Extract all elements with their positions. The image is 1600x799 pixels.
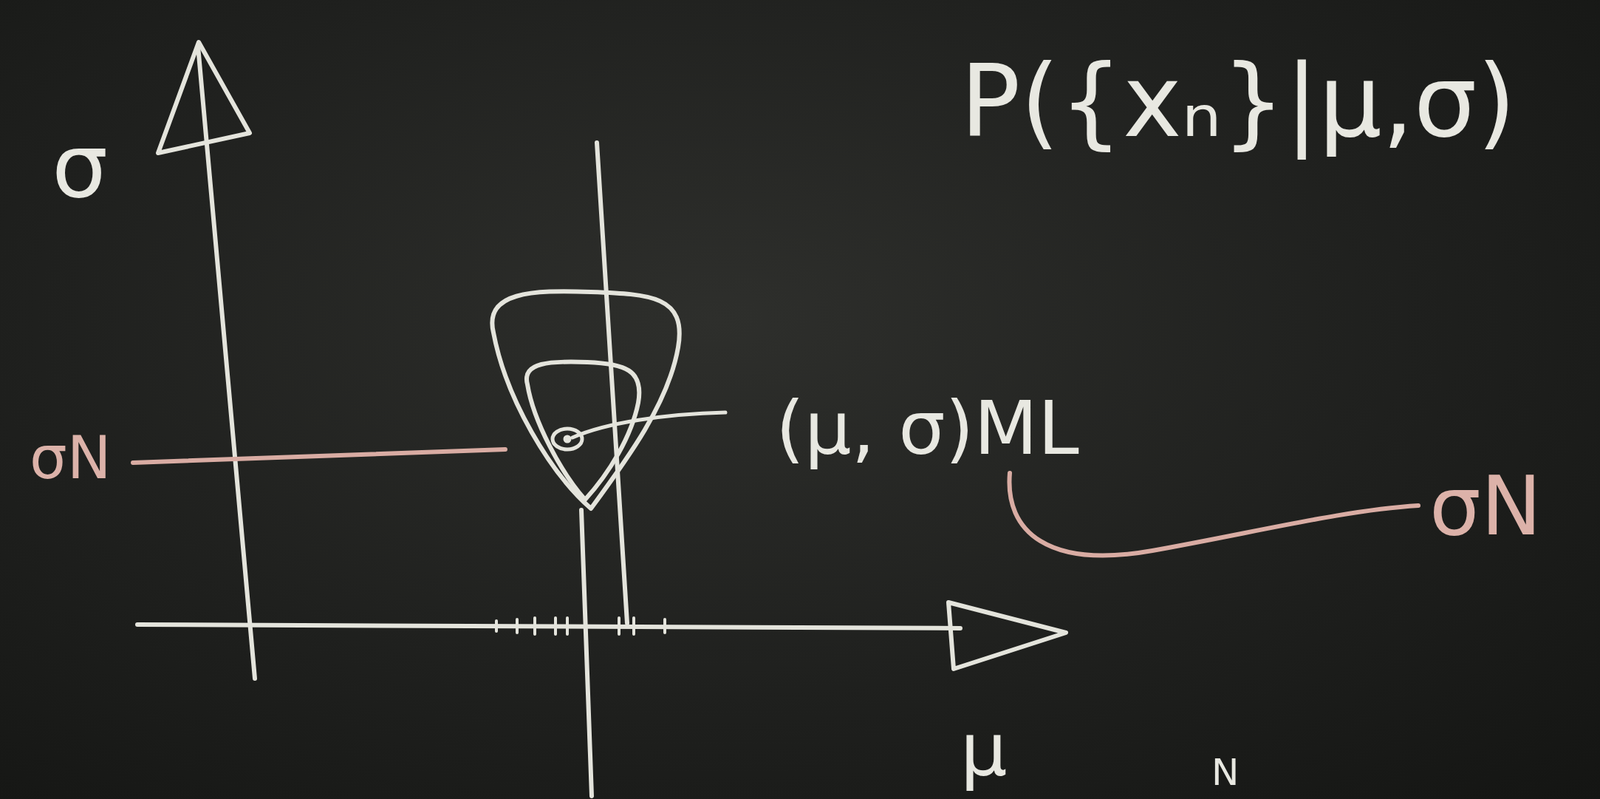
estimate-label: (μ, σ)ML — [775, 391, 1080, 466]
estimate-label: σN — [1429, 465, 1542, 547]
tick-marks — [496, 617, 665, 634]
axis-label: σ — [51, 121, 108, 211]
note-label: N — [1211, 753, 1239, 791]
outer-contour — [491, 291, 679, 509]
y-arrowhead — [158, 42, 250, 153]
leader-line — [572, 412, 726, 438]
formula-label: P({xₙ}|μ,σ) — [960, 51, 1516, 152]
axis-label: μ — [960, 712, 1008, 787]
ml-point — [564, 435, 571, 442]
brace-curve — [1009, 472, 1419, 555]
x-arrowhead — [948, 602, 1066, 669]
axis-value-label: σN — [29, 428, 112, 488]
guide-line — [596, 142, 628, 623]
guide-line — [581, 509, 592, 796]
sigma-n-line — [132, 449, 506, 463]
inner-contour — [552, 428, 583, 450]
x-axis — [137, 624, 961, 628]
middle-contour — [526, 361, 639, 500]
